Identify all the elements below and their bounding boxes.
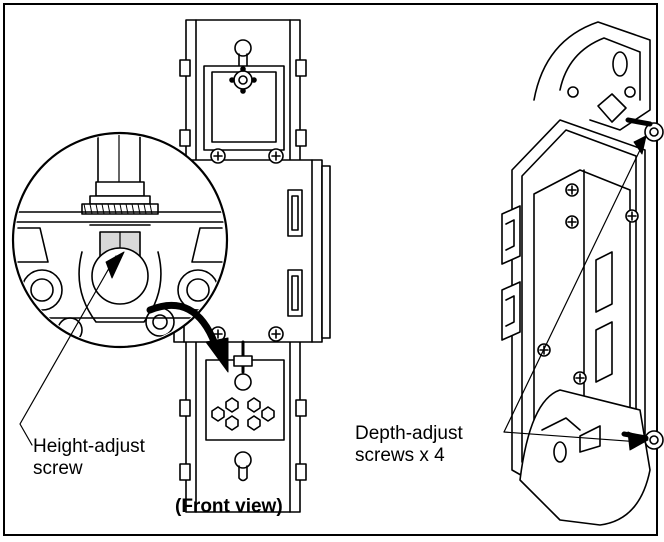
- angled-view-bracket: [501, 21, 664, 526]
- keyhole-slot-bottom: [234, 451, 252, 482]
- lower-adjust-block: [205, 359, 285, 441]
- height-adjust-label-line1: Height-adjust: [33, 436, 145, 457]
- body-screws-angled: [537, 183, 639, 385]
- front-view-caption: (Front view): [175, 496, 283, 517]
- depth-screw-top: [644, 122, 664, 142]
- callout-curved-arrow: [146, 302, 219, 348]
- depth-adjust-label: Depth-adjust screws x 4: [355, 423, 463, 467]
- rail-screws: [179, 59, 307, 481]
- depth-adjust-label-line1: Depth-adjust: [355, 423, 463, 444]
- side-slots: [501, 205, 613, 383]
- depth-adjust-label-line2: screws x 4: [355, 445, 445, 466]
- depth-adjust-leaders: [503, 135, 649, 451]
- detail-magnifier: [11, 131, 229, 349]
- height-adjust-label-line2: screw: [33, 458, 83, 479]
- height-adjust-leader: [19, 255, 117, 446]
- height-adjust-label: Height-adjust screw: [33, 436, 145, 480]
- hex-nuts: [211, 397, 275, 431]
